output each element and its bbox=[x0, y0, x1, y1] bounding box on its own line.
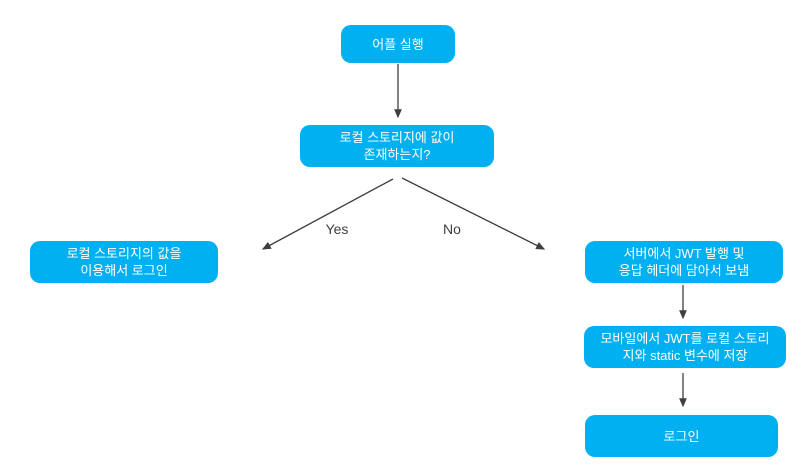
node-mobile-saves-jwt: 모바일에서 JWT를 로컬 스토리 지와 static 변수에 저장 bbox=[584, 326, 786, 368]
edge-label-no: No bbox=[443, 221, 461, 237]
edge-label-yes: Yes bbox=[325, 221, 349, 237]
arrow-no-branch bbox=[401, 177, 546, 250]
node-server-issues-jwt: 서버에서 JWT 발행 및 응답 헤더에 담아서 보냄 bbox=[585, 241, 783, 283]
node-app-start: 어플 실행 bbox=[341, 25, 455, 63]
node-check-local-storage: 로컬 스토리지에 값이 존재하는지? bbox=[300, 125, 494, 167]
arrow-yes-branch bbox=[261, 178, 394, 250]
node-login: 로그인 bbox=[585, 415, 778, 457]
node-login-with-storage-value: 로컬 스토리지의 값을 이용해서 로그인 bbox=[30, 241, 218, 283]
